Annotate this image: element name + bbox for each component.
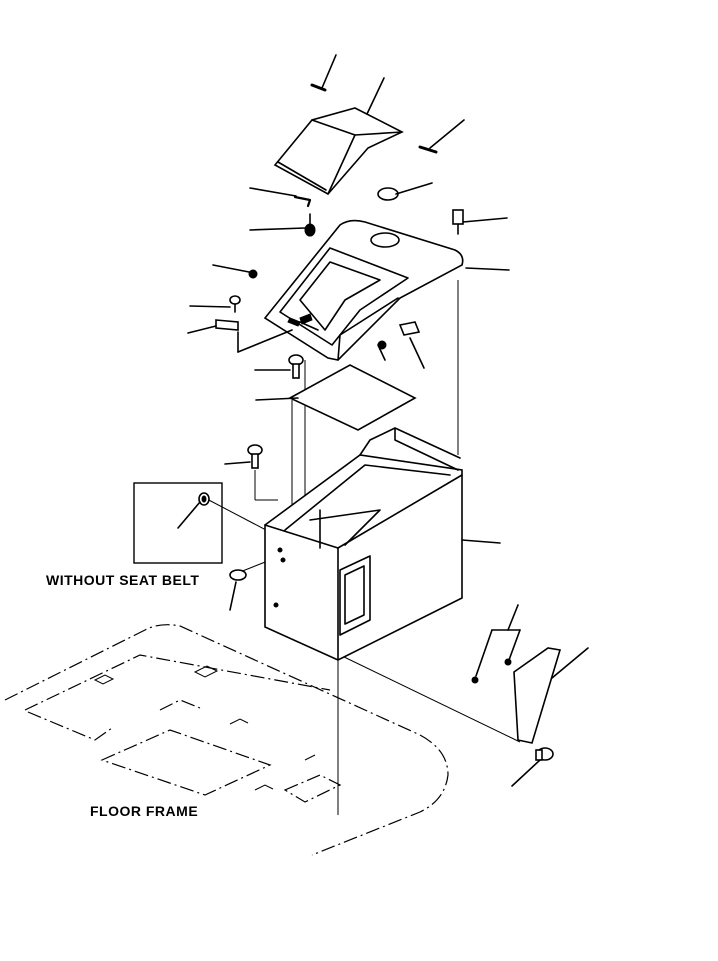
without-seat-belt-label: WITHOUT SEAT BELT bbox=[46, 572, 200, 588]
console-box bbox=[264, 427, 463, 661]
top-cover-plate bbox=[273, 107, 404, 196]
side-cover-plate bbox=[513, 647, 562, 744]
bolt-5 bbox=[288, 354, 304, 379]
clip-left bbox=[293, 195, 312, 208]
bolt-2 bbox=[452, 209, 464, 235]
pin-top bbox=[310, 83, 327, 92]
bolt-1 bbox=[304, 213, 316, 237]
mid-cover-plate bbox=[288, 364, 417, 431]
bolt-7 bbox=[535, 747, 554, 761]
clip-2 bbox=[215, 319, 239, 331]
floor-frame-label: FLOOR FRAME bbox=[90, 803, 199, 819]
floor-frame bbox=[4, 624, 449, 856]
alignment-lines bbox=[204, 280, 521, 815]
leader-lines bbox=[177, 54, 589, 787]
inset-frame bbox=[133, 482, 223, 564]
bolt-3 bbox=[229, 295, 241, 313]
console-top-cover bbox=[263, 219, 464, 361]
screw-left bbox=[248, 269, 258, 279]
bolt-6 bbox=[247, 444, 263, 469]
pin-right bbox=[418, 145, 438, 154]
cap-plug bbox=[377, 187, 399, 201]
seat-belt-anchor bbox=[229, 569, 247, 581]
